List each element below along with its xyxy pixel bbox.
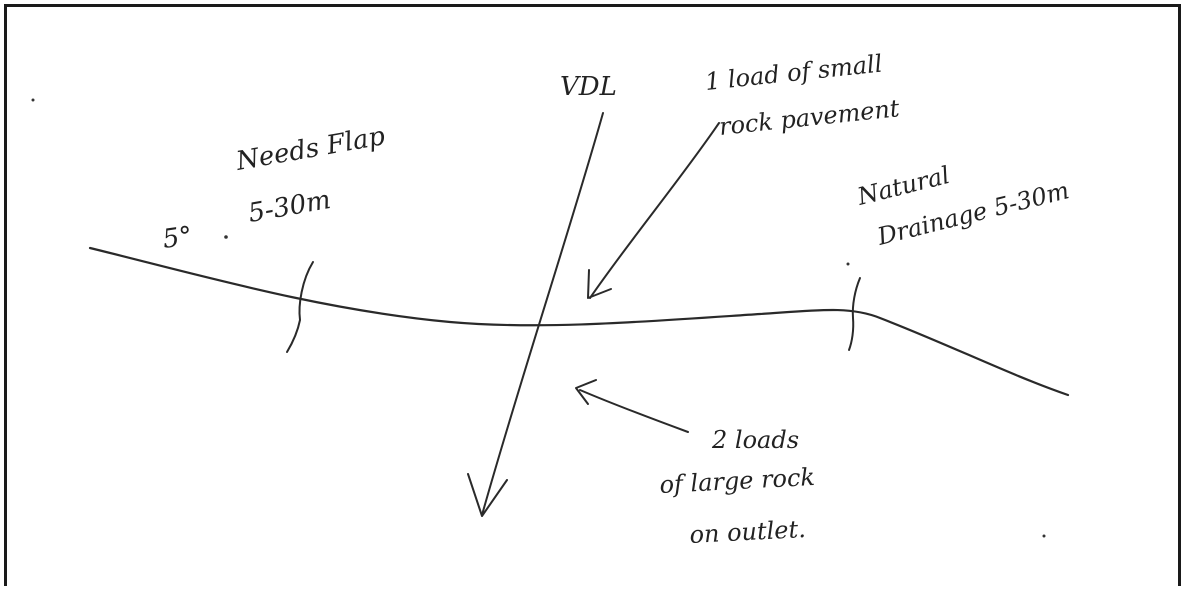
- small-rock-label: 1 load of small: [704, 50, 884, 96]
- stray-dot: [224, 235, 228, 239]
- small-rock-label-line2: rock pavement: [718, 94, 901, 141]
- vdl-line: [481, 112, 604, 516]
- large-rock-arrow: [579, 389, 689, 433]
- stray-dot: [1042, 534, 1046, 538]
- sketch-border: [4, 4, 1181, 586]
- angle-label: 5°: [161, 221, 194, 255]
- drainage-mark-right: [848, 277, 861, 351]
- stray-dot: [31, 98, 35, 102]
- small-rock-arrow: [589, 122, 720, 299]
- large-rock-label: 2 loads: [711, 426, 799, 454]
- large-rock-label-line3: on outlet.: [689, 515, 807, 549]
- flap-mark-left: [286, 261, 314, 353]
- needs-flap-label: Needs Flap: [233, 121, 388, 177]
- small-rock-arrowhead: [587, 269, 612, 299]
- track-line: [88, 246, 1070, 397]
- large-rock-label-line2: of large rock: [659, 463, 816, 499]
- natural-drainage-label: Natural: [854, 161, 953, 211]
- vdl-arrowhead: [467, 473, 508, 517]
- needs-flap-distance-label: 5-30m: [246, 185, 333, 229]
- stray-dot: [846, 262, 850, 266]
- vdl-label: VDL: [560, 72, 617, 102]
- large-rock-arrowhead: [575, 379, 597, 405]
